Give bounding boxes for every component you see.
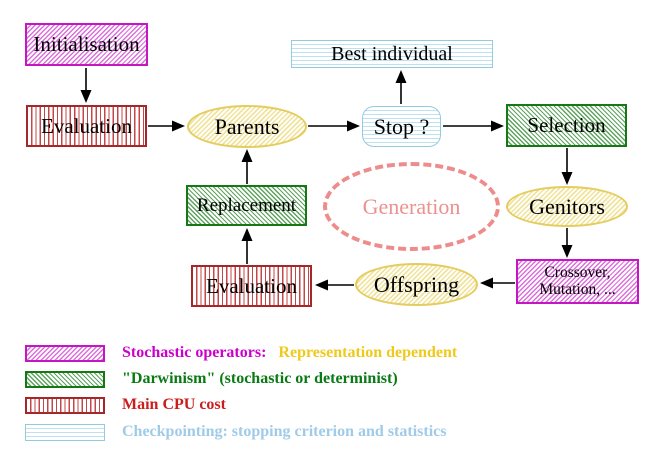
node-best-individual-label: Best individual [331,42,453,65]
node-stop-label: Stop ? [373,113,430,139]
node-stop: Stop ? [362,106,441,147]
node-parents-label: Parents [214,113,280,139]
legend-label-darwinism: "Darwinism" (stochastic or determinist) [122,370,398,387]
node-crossover-line2: Mutation, ... [539,280,616,298]
legend-row-checkpointing: Checkpointing: stopping criterion and st… [25,423,446,441]
legend-swatch-red-stripes [25,396,105,414]
legend-swatch-magenta-hatch [25,344,105,362]
node-selection-label: Selection [527,113,606,138]
legend-label-checkpointing: Checkpointing: stopping criterion and st… [122,423,447,440]
node-crossover-mutation: Crossover, Mutation, ... [516,259,639,304]
legend-label-main-cpu-cost: Main CPU cost [122,396,226,413]
node-genitors: Genitors [506,186,628,227]
legend-label-representation-dependent: Representation dependent [278,344,458,361]
node-parents: Parents [187,105,307,148]
node-replacement-label: Replacement [196,194,297,216]
legend-row-stochastic-operators: Stochastic operators: Representation dep… [25,344,457,362]
node-evaluation-top-label: Evaluation [41,113,132,138]
node-initialisation: Initialisation [25,23,148,66]
node-evaluation-top: Evaluation [26,105,147,147]
generation-loop-ellipse: Generation [323,162,500,251]
legend-label-stochastic-operators: Stochastic operators: [122,344,267,361]
node-offspring: Offspring [355,263,478,306]
node-best-individual: Best individual [291,40,493,68]
node-evaluation-bottom-label: Evaluation [206,273,297,298]
legend-row-darwinism: "Darwinism" (stochastic or determinist) [25,370,398,388]
node-initialisation-label: Initialisation [33,32,140,57]
node-offspring-label: Offspring [373,271,460,297]
node-evaluation-bottom: Evaluation [191,265,312,307]
generation-label: Generation [362,193,461,219]
node-selection: Selection [506,104,627,147]
legend-swatch-green-hatch [25,370,105,388]
legend-row-main-cpu-cost: Main CPU cost [25,396,226,414]
node-replacement: Replacement [186,185,307,226]
node-genitors-label: Genitors [529,193,605,219]
node-crossover-line1: Crossover, [544,264,611,282]
legend-swatch-blue-stripes [25,423,105,441]
